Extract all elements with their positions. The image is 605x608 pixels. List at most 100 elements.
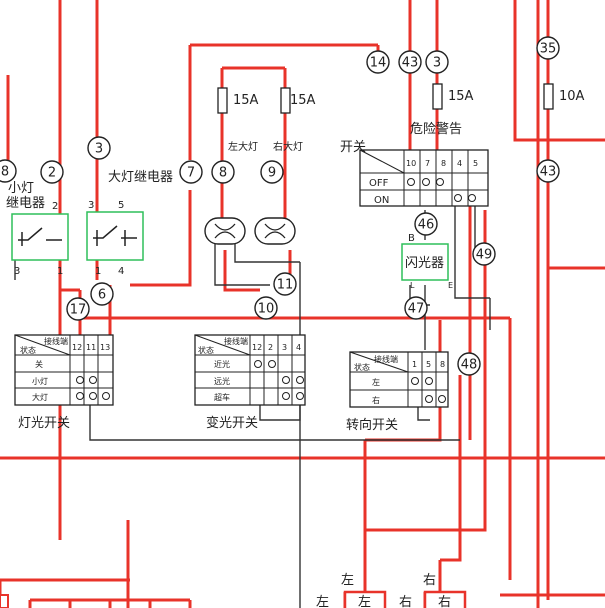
node-46: 46 <box>414 212 438 236</box>
svg-text:9: 9 <box>268 166 276 181</box>
fuse-15a-hazard: 15A <box>432 83 474 110</box>
left-headlamp: 左大灯 <box>204 140 258 245</box>
svg-text:35: 35 <box>540 42 557 57</box>
svg-text:5: 5 <box>426 360 431 369</box>
right-headlamp: 右大灯 <box>254 140 303 245</box>
svg-text:10: 10 <box>258 302 275 317</box>
svg-text:左大灯: 左大灯 <box>228 140 258 153</box>
svg-text:4: 4 <box>296 343 301 352</box>
svg-text:15A: 15A <box>448 89 474 104</box>
svg-text:3: 3 <box>88 200 94 211</box>
node-6: 6 <box>90 282 114 306</box>
node-11: 11 <box>273 272 297 296</box>
svg-text:1: 1 <box>95 266 101 277</box>
fuse-15a-right: 15A <box>280 87 316 114</box>
svg-text:14: 14 <box>370 56 387 71</box>
svg-text:大灯: 大灯 <box>32 392 48 402</box>
node-47: 47 <box>404 296 428 320</box>
node-48: 48 <box>457 352 481 376</box>
svg-text:左: 左 <box>316 595 329 608</box>
svg-text:闪光器: 闪光器 <box>405 256 444 271</box>
svg-text:E: E <box>448 281 453 290</box>
svg-text:继电器: 继电器 <box>6 196 45 211</box>
svg-text:15A: 15A <box>233 93 259 108</box>
svg-text:接线端: 接线端 <box>44 336 68 346</box>
svg-text:49: 49 <box>476 248 493 263</box>
svg-text:10A: 10A <box>559 89 585 104</box>
svg-text:小灯: 小灯 <box>32 376 48 386</box>
svg-text:17: 17 <box>70 303 87 318</box>
node-43-top: 43 <box>398 50 422 74</box>
svg-text:15A: 15A <box>290 93 316 108</box>
node-35: 35 <box>536 36 560 60</box>
svg-text:灯光开关: 灯光开关 <box>18 416 70 431</box>
node-2: 2 <box>40 160 64 184</box>
svg-text:13: 13 <box>100 343 110 352</box>
svg-text:超车: 超车 <box>214 392 230 402</box>
svg-text:47: 47 <box>408 302 425 317</box>
svg-text:OFF: OFF <box>369 178 389 189</box>
flasher-unit: 闪光器 B L E <box>401 233 453 290</box>
svg-text:L: L <box>410 281 415 290</box>
hazard-switch: 危险警告 开关 OFF ON 10 7 8 4 5 <box>340 121 489 207</box>
fuse-10a: 10A <box>543 83 585 110</box>
svg-text:2: 2 <box>48 166 56 181</box>
svg-text:3: 3 <box>282 343 287 352</box>
node-9: 9 <box>260 160 284 184</box>
svg-text:危险警告: 危险警告 <box>410 121 462 137</box>
svg-text:2: 2 <box>268 343 273 352</box>
svg-text:变光开关: 变光开关 <box>206 415 258 431</box>
svg-text:状态: 状态 <box>198 345 214 355</box>
svg-text:46: 46 <box>418 218 435 233</box>
svg-text:左: 左 <box>341 573 354 588</box>
svg-text:7: 7 <box>425 159 430 168</box>
node-10: 10 <box>254 296 278 320</box>
bottom-lamp-section: 左 右 左 左 右 右 <box>0 573 467 608</box>
svg-text:5: 5 <box>118 200 124 211</box>
svg-text:5: 5 <box>473 159 478 168</box>
node-14: 14 <box>366 50 390 74</box>
node-8-mid: 8 <box>211 160 235 184</box>
node-43-right: 43 <box>536 159 560 183</box>
svg-text:43: 43 <box>540 165 557 180</box>
svg-text:3: 3 <box>95 142 103 157</box>
svg-text:右: 右 <box>372 395 380 405</box>
light-switch: 接线端 状态 12 11 13 关 小灯 大灯 灯光开关 <box>14 334 114 431</box>
svg-text:1: 1 <box>57 266 63 277</box>
node-49: 49 <box>472 242 496 266</box>
svg-text:3: 3 <box>14 266 20 277</box>
dimmer-switch: 接线端 状态 12 2 3 4 近光 远光 超车 变光开关 <box>194 334 306 431</box>
svg-text:12: 12 <box>72 343 82 352</box>
svg-text:4: 4 <box>457 159 462 168</box>
svg-text:12: 12 <box>252 343 262 352</box>
svg-text:右: 右 <box>438 595 451 608</box>
svg-text:接线端: 接线端 <box>224 336 248 346</box>
svg-text:8: 8 <box>440 360 445 369</box>
node-17: 17 <box>66 297 90 321</box>
svg-text:左: 左 <box>372 377 380 387</box>
turn-switch: 接线端 状态 1 5 8 左 右 转向开关 <box>346 351 449 433</box>
svg-text:8: 8 <box>219 166 227 181</box>
svg-text:6: 6 <box>98 288 106 303</box>
svg-text:11: 11 <box>277 278 294 293</box>
node-3-right: 3 <box>425 50 449 74</box>
svg-text:B: B <box>408 233 415 244</box>
small-light-relay: 小灯 继电器 2 3 1 <box>6 181 69 277</box>
node-3-left: 3 <box>87 136 111 160</box>
svg-text:接线端: 接线端 <box>374 354 398 364</box>
svg-text:左: 左 <box>358 595 371 608</box>
svg-text:状态: 状态 <box>20 345 36 355</box>
svg-text:大灯继电器: 大灯继电器 <box>108 170 173 185</box>
svg-text:远光: 远光 <box>214 376 230 386</box>
svg-text:状态: 状态 <box>354 362 370 372</box>
svg-text:43: 43 <box>402 56 419 71</box>
svg-text:右: 右 <box>399 595 412 608</box>
svg-text:8: 8 <box>441 159 446 168</box>
svg-text:8: 8 <box>1 165 9 180</box>
svg-text:3: 3 <box>433 56 441 71</box>
node-8-left: 8 <box>0 159 17 183</box>
svg-text:小灯: 小灯 <box>8 181 34 196</box>
node-7: 7 <box>179 160 203 184</box>
svg-text:右大灯: 右大灯 <box>273 140 303 153</box>
svg-text:ON: ON <box>374 195 389 206</box>
